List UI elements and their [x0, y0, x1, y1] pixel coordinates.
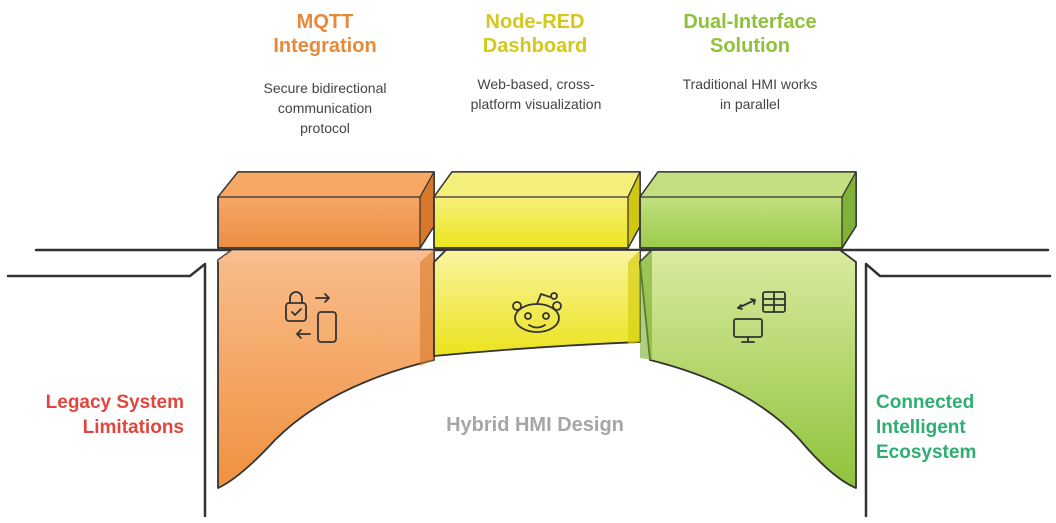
pillar-desc-line: protocol — [300, 120, 350, 136]
center-label: Hybrid HMI Design — [446, 414, 624, 436]
yellow-deck-block — [433, 171, 641, 249]
orange-pier — [217, 249, 435, 489]
pillar-desc-line: communication — [277, 100, 373, 116]
monitor-table-sync-icon — [733, 291, 786, 343]
right-bank-label-line: Connected — [876, 392, 975, 413]
pillar-desc-line: Secure bidirectional — [263, 80, 387, 96]
pillar-title-line: Node-RED — [485, 11, 585, 33]
lock-phone-sync-icon — [285, 291, 337, 343]
pillar-title-dual-interface: Dual-Interface Solution — [650, 10, 850, 58]
green-pier — [639, 249, 857, 489]
pillar-title-line: Integration — [273, 35, 377, 57]
pillar-desc-line: Traditional HMI works — [682, 76, 818, 92]
pillar-title-line: Dashboard — [482, 35, 588, 57]
right-bank-label-line: Intelligent — [876, 417, 966, 438]
pillar-desc-mqtt: Secure bidirectional communication proto… — [225, 78, 425, 138]
pillar-desc-line: in parallel — [720, 96, 780, 112]
orange-deck-block — [217, 171, 435, 249]
left-bank-label: Legacy System Limitations — [10, 390, 184, 440]
pillar-desc-line: Web-based, cross- — [477, 76, 595, 92]
robot-face-icon — [512, 292, 562, 333]
pillar-title-node-red: Node-RED Dashboard — [450, 10, 620, 58]
right-bank-label: Connected Intelligent Ecosystem — [876, 390, 1046, 465]
left-bank-label-line: Legacy System — [45, 392, 184, 413]
pillar-desc-dual-interface: Traditional HMI works in parallel — [650, 74, 850, 114]
pillar-desc-node-red: Web-based, cross- platform visualization — [436, 74, 636, 114]
pillar-title-line: MQTT — [296, 11, 354, 33]
pillar-title-line: Dual-Interface — [683, 11, 817, 33]
green-deck-block — [639, 171, 857, 249]
right-bank-label-line: Ecosystem — [876, 442, 977, 463]
pillar-title-line: Solution — [710, 35, 790, 57]
left-bank-label-line: Limitations — [82, 417, 184, 438]
pillar-desc-line: platform visualization — [470, 96, 602, 112]
pillar-title-mqtt: MQTT Integration — [240, 10, 410, 58]
